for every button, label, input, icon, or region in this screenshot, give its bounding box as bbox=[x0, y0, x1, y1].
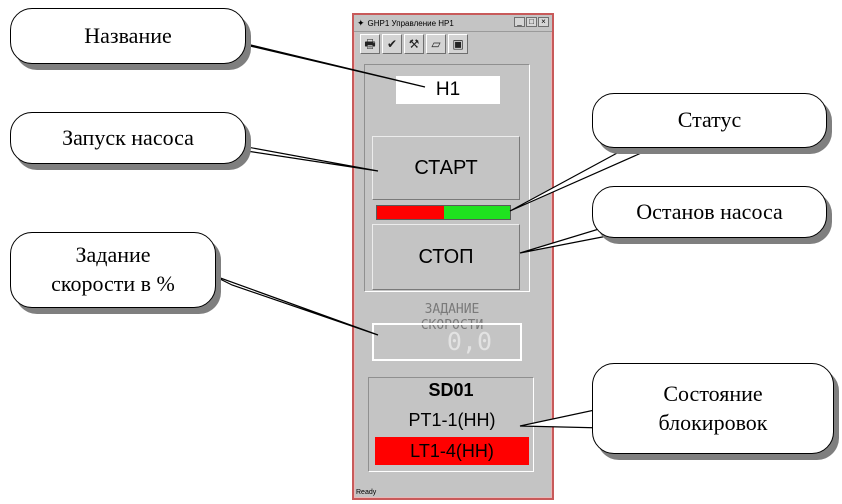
stop-button[interactable]: СТОП bbox=[372, 224, 520, 290]
callout-locks-line2: блокировок bbox=[658, 409, 768, 435]
callout-start: Запуск насоса bbox=[10, 112, 246, 164]
callout-status: Статус bbox=[592, 93, 827, 148]
window-controls: _ □ × bbox=[514, 17, 549, 27]
pump-name-field: Н1 bbox=[396, 76, 500, 104]
printer-icon[interactable]: 🖶 bbox=[360, 34, 380, 54]
speed-value: 0,0 bbox=[446, 327, 492, 356]
pump-control-group bbox=[364, 64, 530, 292]
app-icon: ✦ bbox=[357, 17, 365, 28]
start-button[interactable]: СТАРТ bbox=[372, 136, 520, 200]
callout-locks-line1: Состояние bbox=[663, 380, 763, 406]
window-title: GHP1 Управление НР1 bbox=[367, 18, 454, 28]
window-titlebar: ✦ GHP1 Управление НР1 _ □ × bbox=[354, 15, 552, 32]
callout-locks: Состояние блокировок bbox=[592, 363, 834, 454]
interlock-title: SD01 bbox=[428, 380, 474, 400]
callout-name: Название bbox=[10, 8, 246, 64]
connector-name bbox=[229, 39, 426, 88]
speed-setpoint-input[interactable]: 0,0 bbox=[372, 323, 522, 361]
speed-setpoint-label: ЗАДАНИЕ СКОРОСТИ bbox=[372, 302, 532, 334]
connector-speed bbox=[211, 274, 379, 336]
check-icon[interactable]: ✔ bbox=[382, 34, 402, 54]
pump-control-window: ✦ GHP1 Управление НР1 _ □ × 🖶 ✔ ⚒ ▱ ▣ Н1… bbox=[352, 13, 554, 500]
speed-label-line2: СКОРОСТИ bbox=[420, 318, 484, 333]
pump-status-indicator bbox=[376, 205, 511, 220]
monitor-icon[interactable]: ▣ bbox=[448, 34, 468, 54]
interlock-item-active: LT1-4(HH) bbox=[375, 437, 529, 465]
callout-stop: Останов насоса bbox=[592, 186, 827, 238]
callout-speed: Задание скорости в % bbox=[10, 232, 216, 308]
toolbar: 🖶 ✔ ⚒ ▱ ▣ bbox=[360, 34, 468, 56]
status-segment-running bbox=[443, 206, 510, 219]
callout-speed-line1: Задание bbox=[75, 242, 151, 268]
tool-icon[interactable]: ⚒ bbox=[404, 34, 424, 54]
status-segment-stopped bbox=[377, 206, 444, 219]
close-button[interactable]: × bbox=[538, 17, 549, 27]
minimize-button[interactable]: _ bbox=[514, 17, 525, 27]
status-bar-text: Ready bbox=[356, 489, 377, 496]
maximize-button[interactable]: □ bbox=[526, 17, 537, 27]
interlock-group: SD01 PT1-1(HH) LT1-4(HH) bbox=[368, 377, 534, 472]
folder-icon[interactable]: ▱ bbox=[426, 34, 446, 54]
callout-speed-line2: скорости в % bbox=[51, 271, 175, 296]
speed-label-line1: ЗАДАНИЕ bbox=[424, 302, 480, 317]
interlock-item: PT1-1(HH) bbox=[375, 406, 529, 434]
